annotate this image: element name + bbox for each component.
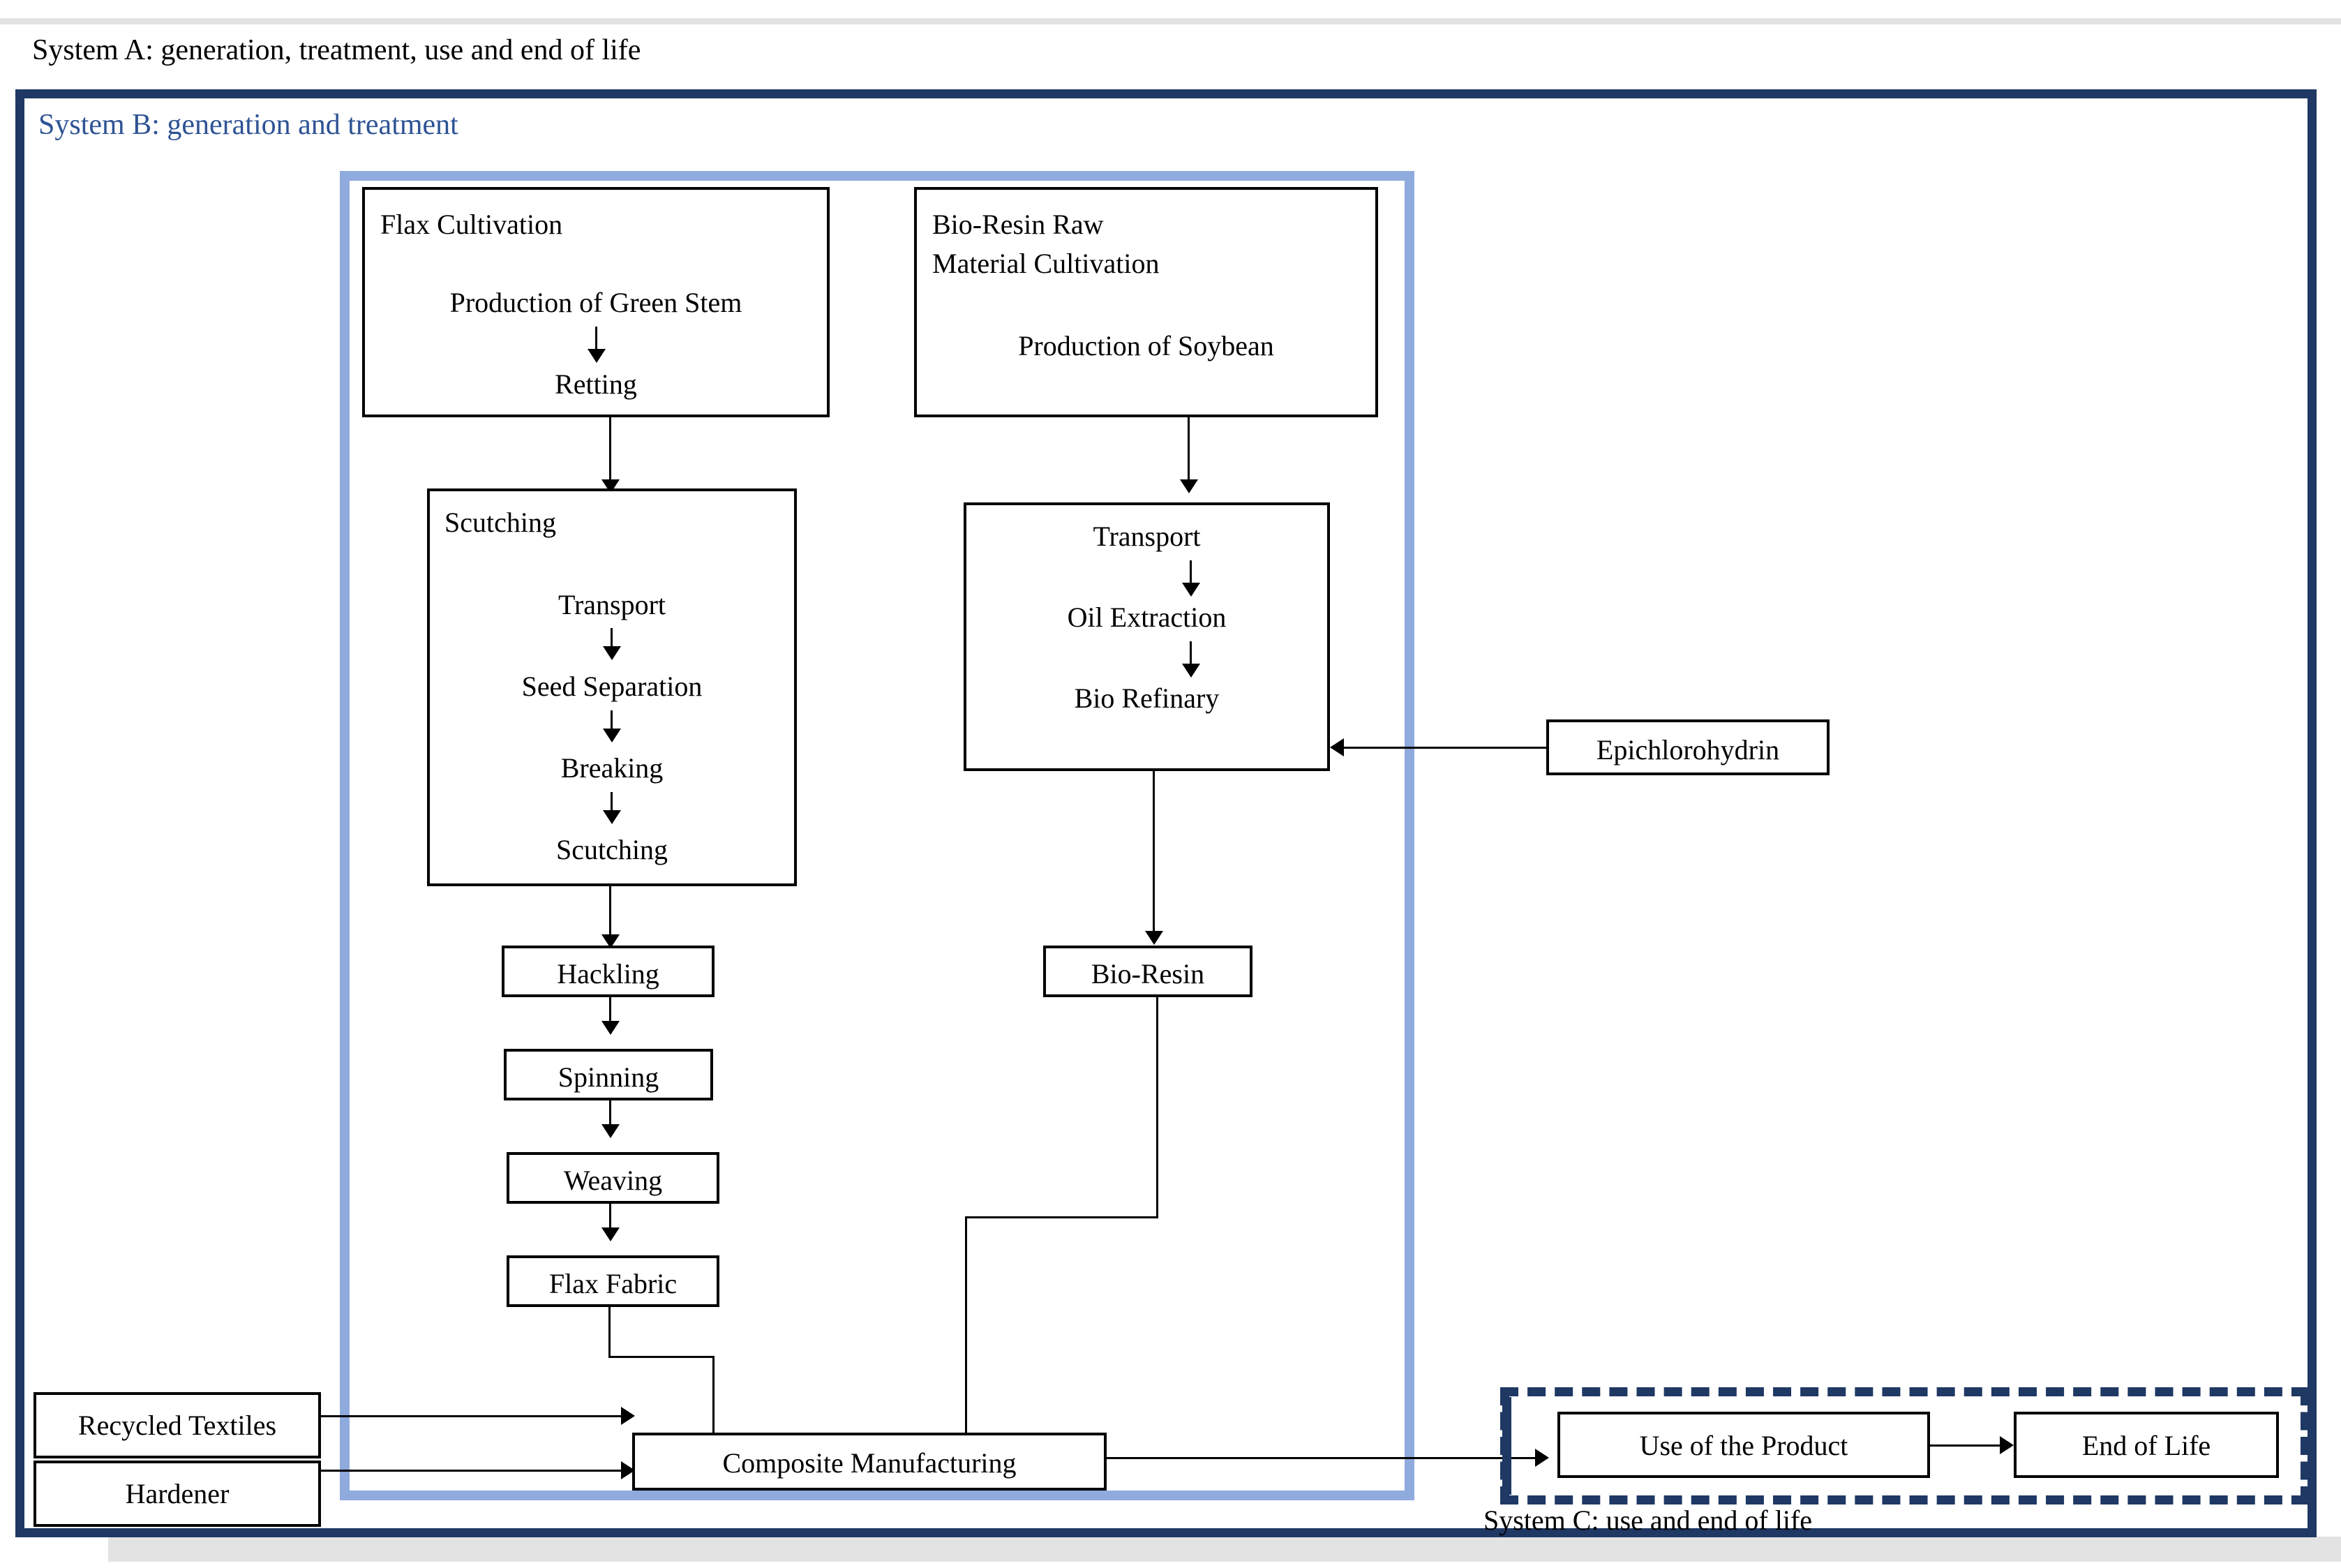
arrow-line-spinning-weaving	[609, 1100, 611, 1128]
arrow-head-spinning-weaving	[601, 1124, 620, 1138]
arrow-head-hardener-composite	[621, 1461, 635, 1479]
arrow-head-breaking-scutching	[603, 810, 621, 824]
recycled-textiles-box[interactable]	[33, 1392, 321, 1458]
arrow-line-weaving-flaxfabric	[609, 1204, 611, 1232]
flax-cultivation-box[interactable]	[362, 187, 830, 417]
system-b-title: System B: generation and treatment	[38, 109, 458, 141]
composite-manufacturing-label: Composite Manufacturing	[722, 1447, 1017, 1479]
arrow-line-bioraw-refinery	[1188, 417, 1190, 484]
scutching-transport: Transport	[558, 589, 666, 620]
arrow-line-flaxcult-scutching	[609, 417, 611, 484]
arrow-head-use-endoflife	[2000, 1436, 2014, 1454]
arrow-head-bioraw-refinery	[1180, 479, 1198, 493]
use-of-product-box[interactable]	[1557, 1412, 1930, 1478]
refinery-bio-refinary: Bio Refinary	[1074, 682, 1220, 714]
hackling-label: Hackling	[557, 958, 659, 990]
arrow-line-reftransport-oil	[1190, 560, 1192, 587]
flax-retting: Retting	[555, 368, 637, 400]
spinning-box[interactable]	[504, 1049, 713, 1100]
flax-production-green-stem: Production of Green Stem	[449, 287, 742, 318]
arrow-line-scutching-hackling	[609, 886, 611, 939]
arrow-line-hackling-spinning	[609, 997, 611, 1025]
arrow-line-transport-seed	[611, 628, 613, 650]
scutching-scutching: Scutching	[556, 834, 668, 865]
flax-cultivation-header: Flax Cultivation	[380, 209, 563, 240]
refinery-group-box[interactable]	[964, 502, 1330, 771]
arrow-line-seed-breaking	[611, 710, 613, 733]
bio-resin-raw-header-line1: Bio-Resin Raw	[932, 209, 1104, 240]
hardener-label: Hardener	[125, 1478, 230, 1509]
end-of-life-label: End of Life	[2081, 1430, 2211, 1461]
hardener-box[interactable]	[33, 1461, 321, 1527]
use-of-product-label: Use of the Product	[1639, 1430, 1848, 1461]
flax-fabric-label: Flax Fabric	[548, 1268, 678, 1299]
bio-resin-raw-header-line2: Material Cultivation	[932, 248, 1160, 279]
refinery-oil-extraction: Oil Extraction	[1067, 602, 1227, 633]
arrow-head-refinery-bioresin	[1145, 931, 1163, 945]
arrow-line-refinery-bioresin	[1153, 771, 1155, 935]
bio-resin-production-soybean: Production of Soybean	[1018, 330, 1274, 361]
flax-fabric-box[interactable]	[507, 1255, 719, 1307]
bio-resin-label: Bio-Resin	[1091, 958, 1205, 990]
arrow-head-recycled-composite	[621, 1407, 635, 1425]
scutching-seed-separation: Seed Separation	[521, 671, 703, 702]
end-of-life-box[interactable]	[2014, 1412, 2279, 1478]
hackling-box[interactable]	[502, 946, 715, 997]
arrow-head-scutching-hackling	[601, 934, 620, 948]
route-bioresin-left	[965, 1216, 1158, 1218]
route-bioresin-down2	[965, 1216, 967, 1433]
bio-resin-box[interactable]	[1043, 946, 1252, 997]
refinery-transport: Transport	[1093, 521, 1201, 552]
top-divider-band	[0, 18, 2341, 24]
arrow-head-greenstem-retting	[588, 349, 606, 363]
epichlorohydrin-label: Epichlorohydrin	[1596, 734, 1780, 766]
weaving-label: Weaving	[563, 1165, 663, 1196]
composite-manufacturing-box[interactable]	[632, 1433, 1107, 1491]
arrow-head-weaving-flaxfabric	[601, 1227, 620, 1241]
bio-resin-raw-material-box[interactable]	[914, 187, 1378, 417]
arrow-head-seed-breaking	[603, 729, 621, 742]
arrow-head-composite-use	[1535, 1449, 1549, 1467]
arrow-head-epichlorohydrin-refinery	[1330, 738, 1344, 756]
spinning-label: Spinning	[558, 1061, 659, 1093]
arrow-head-reftransport-oil	[1182, 583, 1200, 597]
scutching-breaking: Breaking	[560, 752, 664, 784]
route-bioresin-down	[1156, 997, 1158, 1218]
arrow-line-hardener-composite	[321, 1470, 624, 1472]
arrow-line-breaking-scutching	[611, 792, 613, 814]
route-flaxfabric-down2	[712, 1356, 715, 1433]
scutching-group-header: Scutching	[444, 507, 556, 538]
route-flaxfabric-down	[608, 1307, 611, 1357]
weaving-box[interactable]	[507, 1152, 719, 1204]
epichlorohydrin-box[interactable]	[1546, 719, 1830, 775]
arrow-head-hackling-spinning	[601, 1021, 620, 1035]
system-c-title: System C: use and end of life	[1483, 1504, 1813, 1536]
arrow-line-oil-biorefinary	[1190, 641, 1192, 668]
arrow-line-epichlorohydrin-refinery	[1344, 747, 1546, 749]
system-c-left-bar	[1502, 1397, 1511, 1495]
arrow-line-use-endoflife	[1930, 1444, 2003, 1447]
arrow-line-composite-use	[1107, 1457, 1539, 1459]
arrow-line-recycled-composite	[321, 1415, 624, 1417]
system-a-title: System A: generation, treatment, use and…	[32, 34, 641, 66]
recycled-textiles-label: Recycled Textiles	[77, 1410, 277, 1441]
bottom-divider-band	[108, 1537, 2341, 1562]
arrow-head-transport-seed	[603, 646, 621, 660]
system-b-boundary	[340, 171, 1414, 1500]
arrow-head-oil-biorefinary	[1182, 664, 1200, 678]
arrow-line-greenstem-retting	[595, 327, 597, 353]
route-flaxfabric-right	[608, 1356, 715, 1358]
